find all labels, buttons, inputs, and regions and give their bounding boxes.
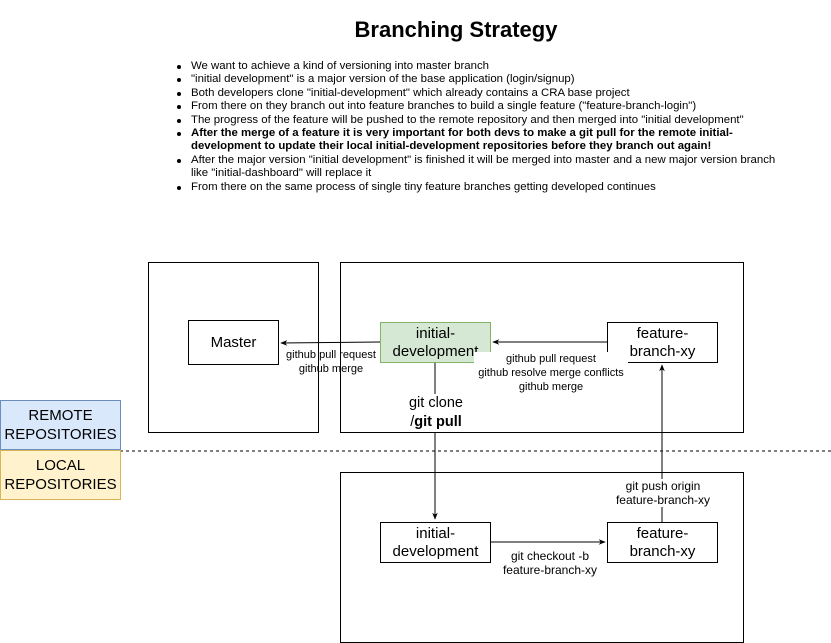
local-feature-label: feature- branch-xy <box>629 524 696 560</box>
local-label-text: LOCAL REPOSITORIES <box>4 457 117 493</box>
remote-feature-branch-node: feature- branch-xy <box>607 322 718 363</box>
edge-label-push: git push origin feature-branch-xy <box>607 479 719 507</box>
note-item: After the major version "initial develop… <box>177 154 781 181</box>
edge-label-initial-to-master: github pull request github merge <box>286 349 376 375</box>
clone-text: git clone / <box>408 395 463 430</box>
remote-label-text: REMOTE REPOSITORIES <box>4 407 117 443</box>
note-item: We want to achieve a kind of versioning … <box>177 60 781 73</box>
note-item-important: After the merge of a feature it is very … <box>177 127 781 154</box>
note-item: Both developers clone "initial-developme… <box>177 87 781 100</box>
pull-text: git pull <box>414 414 462 430</box>
master-node: Master <box>188 320 279 365</box>
note-item: The progress of the feature will be push… <box>177 114 781 127</box>
master-node-label: Master <box>210 333 257 351</box>
notes-list: We want to achieve a kind of versioning … <box>177 60 781 194</box>
remote-initial-development-node: initial- development <box>380 322 491 363</box>
local-initial-development-node: initial- development <box>380 522 491 563</box>
remote-initial-label: initial- development <box>392 324 479 360</box>
note-item: From there on they branch out into featu… <box>177 100 781 113</box>
edge-label-checkout: git checkout -b feature-branch-xy <box>502 549 598 577</box>
local-feature-branch-node: feature- branch-xy <box>607 522 718 563</box>
note-item: "initial development" is a major version… <box>177 73 781 86</box>
local-initial-label: initial- development <box>392 524 479 560</box>
local-repositories-label: LOCAL REPOSITORIES <box>0 450 121 500</box>
page-title: Branching Strategy <box>354 17 558 42</box>
remote-feature-label: feature- branch-xy <box>629 324 696 360</box>
note-item: From there on the same process of single… <box>177 181 781 194</box>
edge-label-feature-to-initial: github pull request github resolve merge… <box>474 352 628 394</box>
edge-initial-to-master <box>280 340 381 346</box>
edge-label-clone-pull: git clone /git pull <box>386 394 486 432</box>
remote-repositories-label: REMOTE REPOSITORIES <box>0 400 121 450</box>
